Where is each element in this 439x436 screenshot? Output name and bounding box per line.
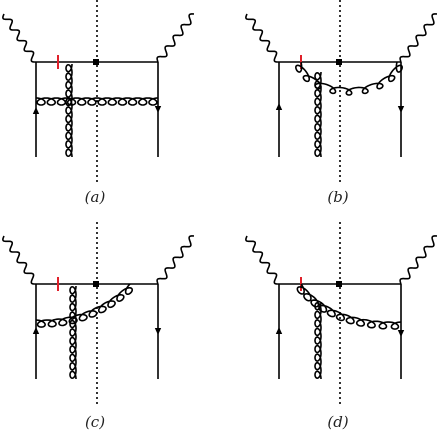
quark-arrow-left	[32, 327, 40, 334]
cut-vertex	[336, 59, 342, 65]
cut-vertex	[336, 281, 342, 287]
photon-right	[399, 235, 438, 285]
gluon-vertical	[314, 301, 322, 380]
cut-vertex	[93, 59, 99, 65]
gluon-vertical	[314, 71, 322, 158]
quark-arrow-left	[275, 103, 283, 110]
gluon-vertical	[69, 285, 77, 380]
gluon-arc	[295, 61, 403, 96]
quark-arrow-right	[154, 328, 162, 335]
photon-left	[245, 235, 280, 285]
diagram-a	[2, 0, 195, 182]
diagram-d	[245, 222, 438, 404]
cut-vertex	[93, 281, 99, 287]
quark-arrow-left	[32, 107, 40, 114]
photon-left	[2, 235, 37, 285]
diagram-c	[2, 222, 195, 404]
gluon-horizontal	[35, 97, 159, 106]
quark-arrow-right	[397, 106, 405, 113]
gluon-diagonal	[35, 283, 134, 328]
quark-arrow-right	[154, 106, 162, 113]
photon-right	[399, 13, 438, 63]
photon-right	[156, 13, 195, 63]
photon-right	[156, 235, 195, 285]
caption-a: (a)	[85, 188, 106, 206]
diagram-b	[245, 0, 438, 182]
gluon-vertical	[65, 63, 73, 158]
caption-c: (c)	[85, 413, 105, 431]
gluon-sweep	[296, 283, 402, 330]
quark-arrow-left	[275, 327, 283, 334]
caption-b: (b)	[327, 188, 348, 206]
photon-left	[245, 13, 280, 63]
photon-left	[2, 13, 37, 63]
quark-arrow-right	[397, 330, 405, 337]
caption-d: (d)	[327, 413, 348, 431]
